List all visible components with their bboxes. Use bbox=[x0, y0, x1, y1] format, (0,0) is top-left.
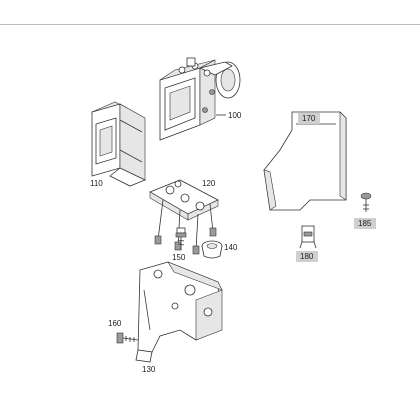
svg-text:130: 130 bbox=[142, 365, 156, 374]
svg-text:150: 150 bbox=[172, 253, 186, 262]
svg-text:120: 120 bbox=[202, 179, 216, 188]
svg-text:170: 170 bbox=[302, 114, 316, 123]
callout-180[interactable]: 180 bbox=[296, 251, 318, 262]
svg-text:180: 180 bbox=[300, 252, 314, 261]
callout-120[interactable]: 120 bbox=[202, 179, 216, 188]
callout-185[interactable]: 185 bbox=[354, 218, 376, 229]
callout-130[interactable]: 130 bbox=[142, 365, 156, 374]
part-130-lower-bracket[interactable] bbox=[135, 261, 223, 363]
part-110-control-module[interactable] bbox=[91, 101, 146, 187]
callout-100[interactable]: 100 bbox=[228, 111, 242, 120]
callout-170[interactable]: 170 bbox=[298, 113, 320, 124]
part-150-bolt[interactable] bbox=[175, 227, 187, 250]
svg-text:185: 185 bbox=[358, 219, 372, 228]
svg-text:100: 100 bbox=[228, 111, 242, 120]
top-divider bbox=[0, 24, 420, 25]
part-100-hydraulic-unit[interactable] bbox=[159, 57, 241, 141]
part-120-mount-plate[interactable] bbox=[149, 179, 219, 255]
svg-text:160: 160 bbox=[108, 319, 122, 328]
part-160-bolt[interactable] bbox=[116, 332, 139, 344]
part-170-cover[interactable] bbox=[263, 111, 347, 211]
callout-110[interactable]: 110 bbox=[90, 179, 103, 188]
callout-150[interactable]: 150 bbox=[172, 253, 186, 262]
part-180-clip[interactable] bbox=[299, 225, 317, 249]
svg-text:110: 110 bbox=[90, 179, 103, 188]
part-140-grommet[interactable] bbox=[201, 240, 223, 259]
part-185-push-pin[interactable] bbox=[360, 192, 372, 212]
callout-160[interactable]: 160 bbox=[108, 319, 122, 328]
callout-140[interactable]: 140 bbox=[224, 243, 238, 252]
svg-text:140: 140 bbox=[224, 243, 238, 252]
